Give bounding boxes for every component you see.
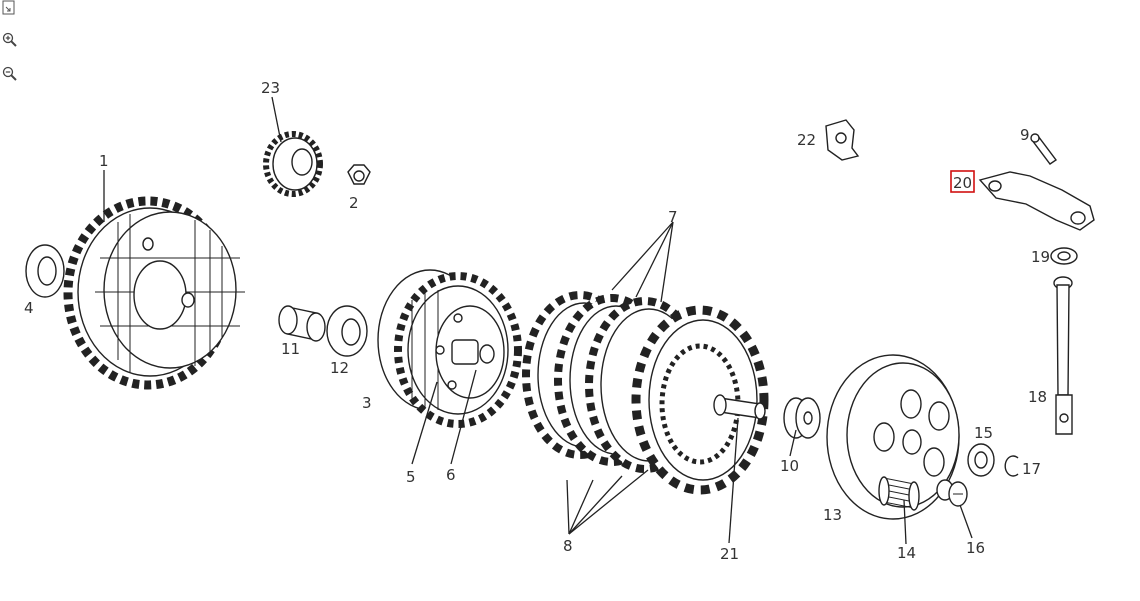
callout-22[interactable]: 22 — [797, 131, 816, 149]
part-19-bearing[interactable] — [1050, 247, 1078, 265]
callout-14[interactable]: 14 — [897, 544, 916, 562]
part-7-8-clutch-plates[interactable] — [522, 291, 769, 495]
callout-23[interactable]: 23 — [261, 79, 280, 97]
callout-1[interactable]: 1 — [99, 152, 109, 170]
part-13-pressure-plate[interactable] — [826, 354, 960, 520]
callout-4[interactable]: 4 — [24, 299, 34, 317]
part-23-gear[interactable] — [263, 131, 323, 197]
callout-13[interactable]: 13 — [823, 506, 842, 524]
callout-20[interactable]: 20 — [953, 174, 972, 192]
callout-9[interactable]: 9 — [1020, 126, 1030, 144]
callout-11[interactable]: 11 — [281, 340, 300, 358]
fit-to-window-icon[interactable] — [1, 0, 19, 18]
leader-lines — [103, 96, 973, 545]
callout-10[interactable]: 10 — [780, 457, 799, 475]
callout-12[interactable]: 12 — [330, 359, 349, 377]
callout-8[interactable]: 8 — [563, 537, 573, 555]
part-12-washer[interactable] — [326, 305, 368, 357]
callout-17[interactable]: 17 — [1022, 460, 1041, 478]
part-9-bolt[interactable] — [1030, 133, 1058, 165]
part-21-push-rod[interactable] — [713, 394, 766, 420]
callout-3[interactable]: 3 — [362, 394, 372, 412]
callout-16[interactable]: 16 — [966, 539, 985, 557]
part-15-washer[interactable] — [967, 443, 995, 477]
part-22-bracket[interactable] — [825, 119, 860, 161]
part-1-clutch-basket[interactable] — [63, 196, 245, 390]
callout-15[interactable]: 15 — [974, 424, 993, 442]
part-20-release-lever[interactable] — [978, 171, 1095, 231]
part-4-washer[interactable] — [25, 244, 65, 298]
part-17-circlip[interactable] — [1004, 455, 1019, 477]
viewer-toolbar — [0, 0, 22, 90]
part-18-release-shaft[interactable] — [1053, 276, 1073, 435]
part-10-thrust-bearing[interactable] — [783, 397, 821, 439]
callout-5[interactable]: 5 — [406, 468, 416, 486]
part-16-screw[interactable] — [936, 479, 968, 507]
zoom-in-icon[interactable] — [1, 31, 19, 49]
part-11-bushing[interactable] — [278, 305, 326, 342]
part-3-inner-hub[interactable] — [377, 269, 522, 428]
selected-part-highlight — [950, 170, 975, 193]
callout-labels: 1 2 3 4 5 6 7 8 9 10 11 12 13 14 15 16 1… — [24, 79, 1050, 563]
part-14-spring[interactable] — [878, 476, 920, 511]
callout-21[interactable]: 21 — [720, 545, 739, 563]
part-2-nut[interactable] — [347, 164, 371, 185]
callout-18[interactable]: 18 — [1028, 388, 1047, 406]
callout-7[interactable]: 7 — [668, 208, 678, 226]
callout-19[interactable]: 19 — [1031, 248, 1050, 266]
callout-6[interactable]: 6 — [446, 466, 456, 484]
zoom-out-icon[interactable] — [1, 65, 19, 83]
callout-2[interactable]: 2 — [349, 194, 359, 212]
